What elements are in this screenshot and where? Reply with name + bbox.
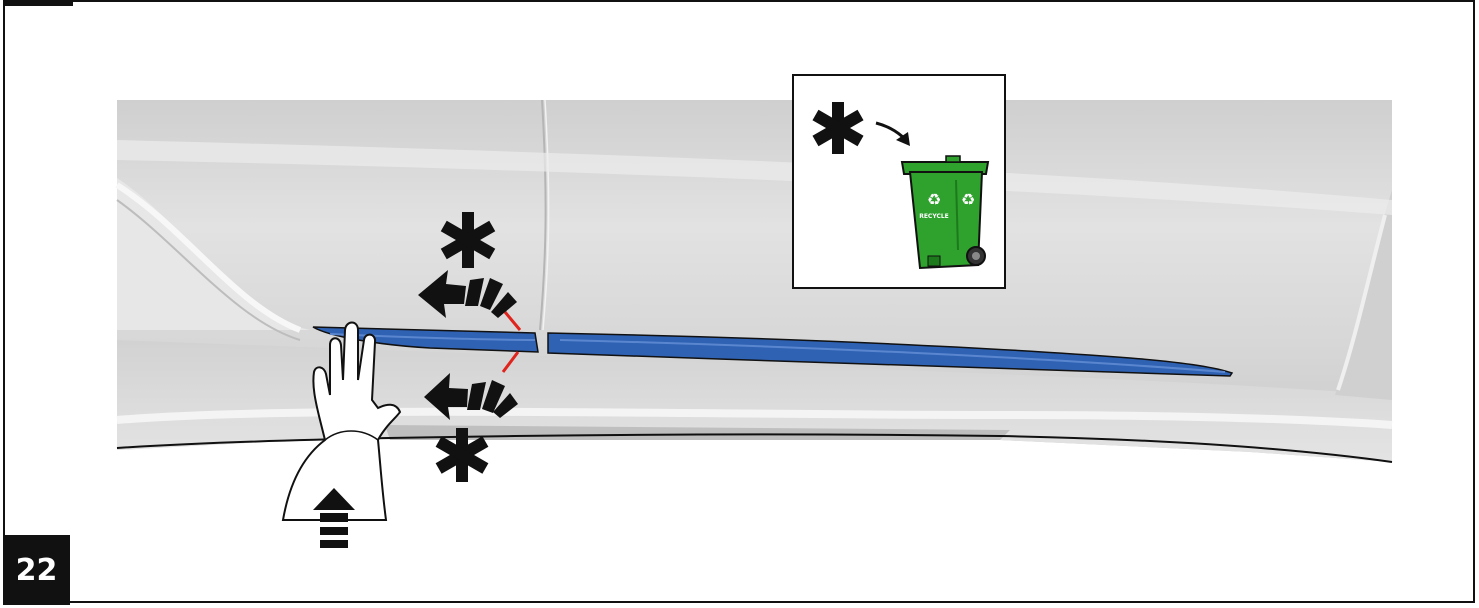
step-number: 22 — [3, 535, 70, 605]
svg-text:♻: ♻ — [961, 190, 975, 209]
svg-text:♻: ♻ — [927, 190, 941, 209]
recycle-label: RECYCLE — [919, 213, 949, 220]
recycle-inset: ♻ ♻ RECYCLE — [793, 75, 1005, 288]
car-side-panel — [117, 100, 1392, 462]
